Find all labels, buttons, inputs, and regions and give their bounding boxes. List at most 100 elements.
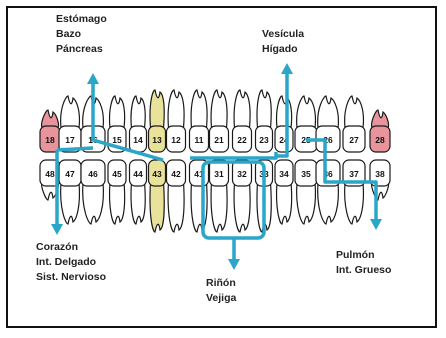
lower-tooth-44: 44	[130, 160, 147, 224]
tooth-number: 43	[152, 169, 162, 179]
label-rinon: Riñón	[206, 276, 236, 291]
label-int-grueso: Int. Grueso	[336, 263, 391, 278]
tooth-root	[297, 182, 316, 224]
tooth-number: 32	[237, 169, 247, 179]
tooth-root	[83, 182, 104, 224]
label-pulmon: Pulmón	[336, 248, 391, 263]
upper-tooth-11: 11	[190, 90, 209, 152]
upper-tooth-23: 23	[256, 90, 273, 152]
tooth-root	[345, 96, 364, 128]
arrow-head-bottom-right	[370, 219, 382, 230]
tooth-root	[345, 182, 364, 224]
label-group-bottom-right: Pulmón Int. Grueso	[336, 248, 391, 278]
tooth-root	[191, 90, 207, 128]
upper-tooth-12: 12	[167, 90, 186, 152]
tooth-number: 14	[133, 135, 143, 145]
upper-tooth-17: 17	[59, 96, 81, 152]
label-group-top-right: Vesícula Hígado	[262, 27, 304, 57]
upper-tooth-14: 14	[130, 96, 147, 152]
lower-tooth-32: 32	[233, 160, 252, 232]
tooth-number: 23	[259, 135, 269, 145]
tooth-number: 42	[171, 169, 181, 179]
tooth-number: 22	[237, 135, 247, 145]
arrow-bracket-top	[190, 152, 276, 158]
tooth-root	[211, 90, 227, 128]
tooth-root	[61, 182, 80, 224]
label-estomago: Estómago	[56, 12, 107, 27]
upper-tooth-28: 28	[370, 110, 390, 152]
tooth-number: 45	[112, 169, 122, 179]
tooth-root	[297, 96, 316, 128]
upper-tooth-13: 13	[149, 90, 166, 152]
lower-tooth-41: 41	[190, 160, 209, 232]
arrow-head-bottom-middle	[228, 259, 240, 270]
tooth-number: 15	[112, 135, 122, 145]
tooth-number: 38	[375, 169, 385, 179]
label-higado: Hígado	[262, 42, 304, 57]
arrow-head-top-right	[281, 63, 293, 74]
upper-tooth-26: 26	[316, 96, 340, 152]
lower-tooth-46: 46	[81, 160, 105, 224]
tooth-root	[277, 96, 292, 128]
tooth-root	[318, 182, 339, 224]
label-corazon: Corazón	[36, 240, 106, 255]
tooth-number: 17	[65, 135, 75, 145]
lower-tooth-36: 36	[316, 160, 340, 224]
lower-tooth-38: 38	[370, 160, 390, 200]
upper-tooth-24: 24	[275, 96, 293, 152]
lower-tooth-47: 47	[59, 160, 81, 224]
arrow-bottom-left-link	[57, 148, 93, 150]
tooth-root	[318, 96, 339, 128]
label-int-delgado: Int. Delgado	[36, 255, 106, 270]
tooth-number: 47	[65, 169, 75, 179]
tooth-root	[150, 90, 164, 128]
tooth-number: 12	[171, 135, 181, 145]
tooth-number: 28	[375, 135, 385, 145]
lower-tooth-35: 35	[295, 160, 317, 224]
label-bazo: Bazo	[56, 27, 107, 42]
tooth-number: 46	[88, 169, 98, 179]
tooth-root	[257, 90, 271, 128]
tooth-root	[42, 110, 59, 128]
tooth-root	[211, 182, 227, 232]
upper-tooth-22: 22	[233, 90, 252, 152]
tooth-root	[131, 182, 145, 224]
lower-tooth-37: 37	[343, 160, 365, 224]
tooth-root	[372, 110, 389, 128]
lower-tooth-31: 31	[210, 160, 229, 232]
tooth-root	[168, 90, 184, 128]
tooth-number: 35	[301, 169, 311, 179]
upper-tooth-21: 21	[210, 90, 229, 152]
tooth-number: 37	[349, 169, 359, 179]
lower-tooth-45: 45	[108, 160, 126, 224]
tooth-number: 13	[152, 135, 162, 145]
tooth-number: 11	[195, 135, 204, 145]
tooth-number: 34	[279, 169, 289, 179]
tooth-number: 48	[45, 169, 55, 179]
tooth-root	[110, 96, 125, 128]
lower-tooth-34: 34	[275, 160, 293, 224]
upper-tooth-27: 27	[343, 96, 365, 152]
label-vejiga: Vejiga	[206, 291, 236, 306]
tooth-root	[61, 96, 80, 128]
label-group-top-left: Estómago Bazo Páncreas	[56, 12, 107, 57]
upper-tooth-25: 25	[295, 96, 317, 152]
tooth-root	[110, 182, 125, 224]
tooth-root	[150, 182, 164, 232]
tooth-number: 27	[349, 135, 359, 145]
label-vesicula: Vesícula	[262, 27, 304, 42]
tooth-root	[234, 182, 250, 232]
tooth-root	[168, 182, 184, 232]
arrow-head-top-left	[87, 73, 99, 84]
tooth-root	[234, 90, 250, 128]
tooth-number: 18	[45, 135, 55, 145]
tooth-root	[131, 96, 145, 128]
label-pancreas: Páncreas	[56, 42, 107, 57]
upper-tooth-18: 18	[40, 110, 60, 152]
tooth-number: 44	[133, 169, 143, 179]
tooth-number: 21	[214, 135, 224, 145]
arrow-head-bottom-left	[51, 224, 63, 235]
label-group-bottom-middle: Riñón Vejiga	[206, 276, 236, 306]
label-sist-nervioso: Sist. Nervioso	[36, 270, 106, 285]
lower-tooth-43: 43	[149, 160, 166, 232]
